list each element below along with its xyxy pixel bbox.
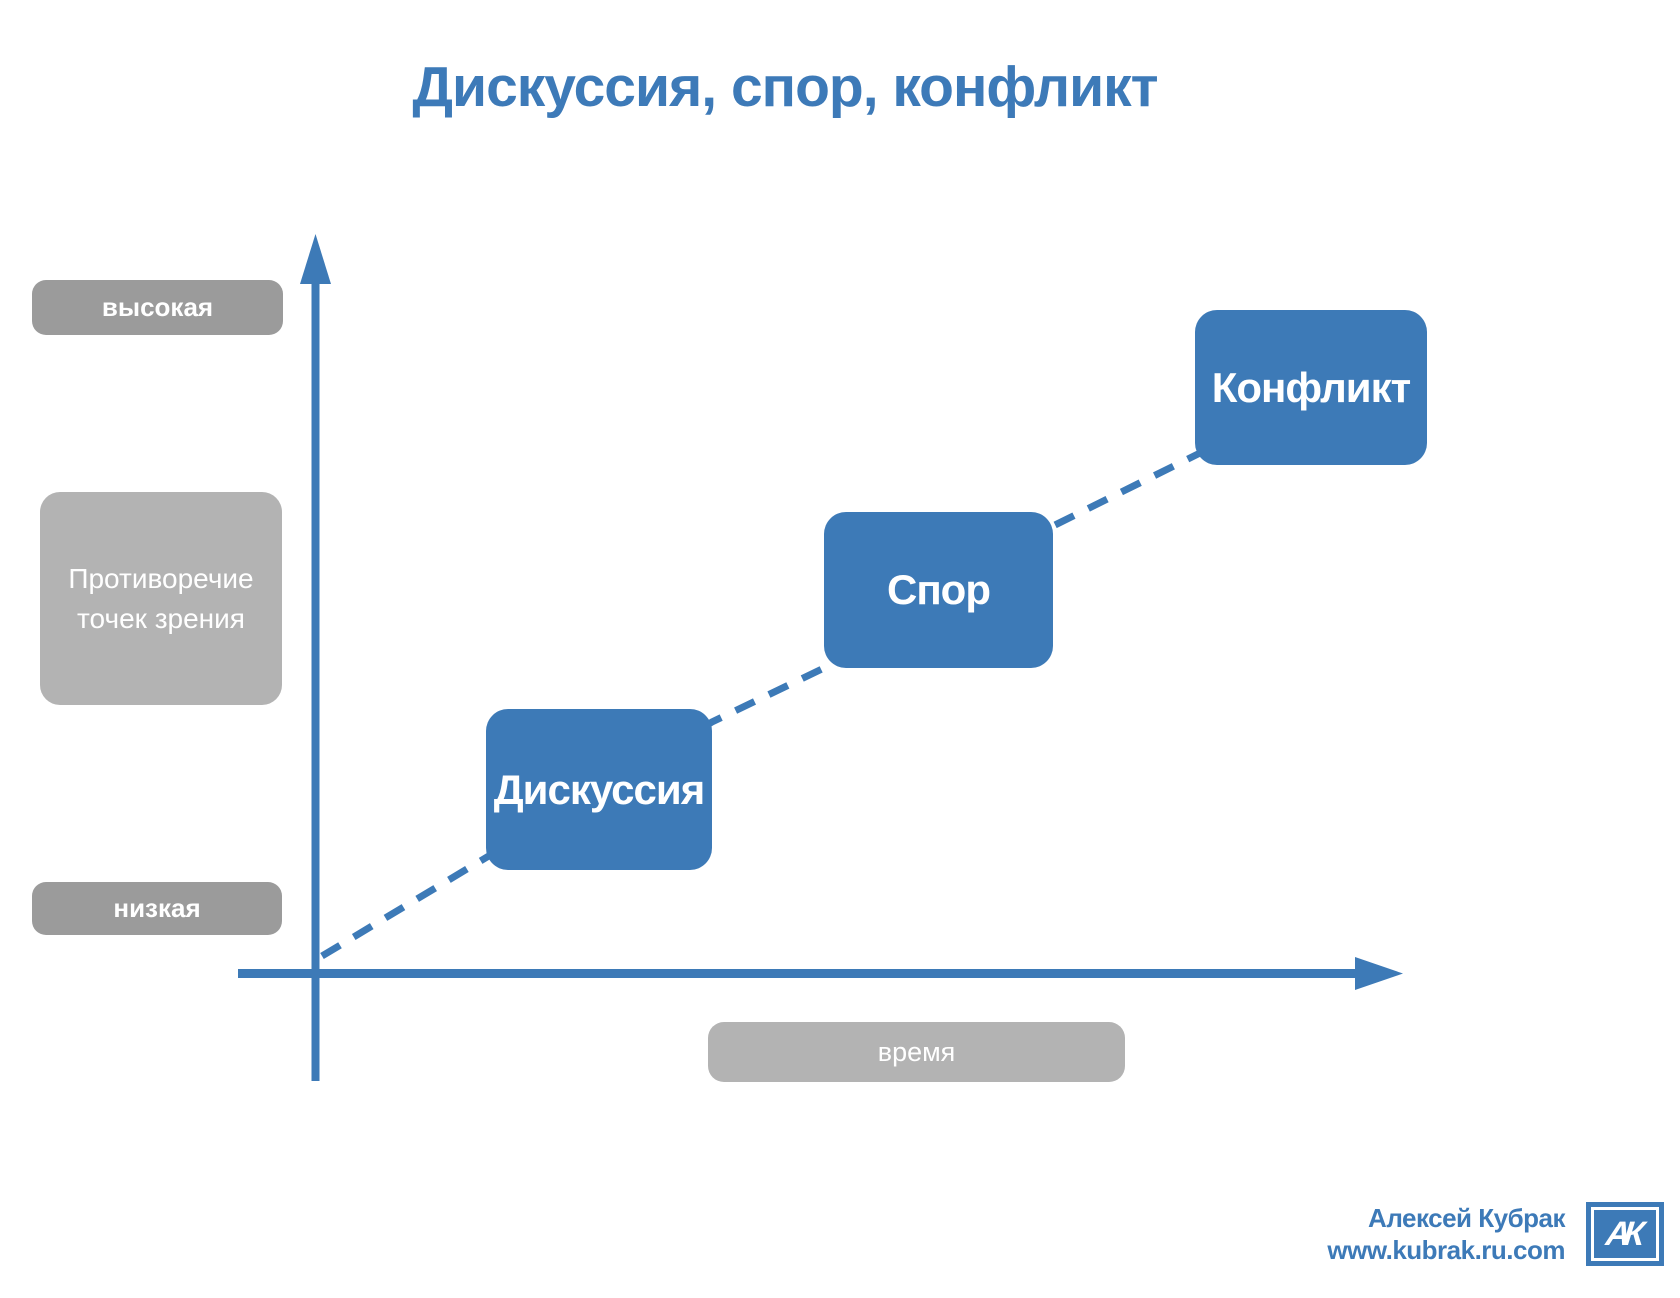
x-axis-label-box: время bbox=[708, 1022, 1125, 1082]
page-title: Дискуссия, спор, конфликт bbox=[412, 55, 1158, 119]
stage-box-discussion-label: Дискуссия bbox=[493, 765, 705, 813]
y-axis-tick-low-label: низкая bbox=[113, 893, 201, 923]
x-axis-arrow-icon bbox=[1355, 957, 1403, 990]
stage-box-discussion: Дискуссия bbox=[486, 709, 712, 870]
stage-box-dispute: Спор bbox=[824, 512, 1053, 668]
logo-monogram: АК bbox=[1603, 1214, 1640, 1253]
y-axis-tick-low: низкая bbox=[32, 882, 282, 935]
y-axis-title-line2: точек зрения bbox=[77, 602, 245, 634]
y-axis-arrow-icon bbox=[300, 234, 331, 284]
trend-dashed-line bbox=[320, 448, 1204, 960]
author-name: Алексей Кубрак bbox=[1368, 1203, 1565, 1233]
website-url: www.kubrak.ru.com bbox=[1327, 1235, 1565, 1265]
y-axis-tick-high-label: высокая bbox=[101, 292, 214, 322]
y-axis-title-line1: Противоречие bbox=[68, 562, 254, 594]
brand-logo-frame: АК bbox=[1591, 1207, 1659, 1261]
x-axis-label: время bbox=[877, 1036, 956, 1067]
stage-box-dispute-label: Спор bbox=[886, 566, 991, 613]
footer-credit: Алексей Кубрак www.kubrak.ru.com bbox=[1327, 1202, 1565, 1266]
y-axis-title-box: Противоречие точек зрения bbox=[40, 492, 282, 705]
stage-box-conflict-label: Конфликт bbox=[1211, 363, 1411, 411]
stage-box-conflict: Конфликт bbox=[1195, 310, 1427, 465]
y-axis-tick-high: высокая bbox=[32, 280, 283, 335]
brand-logo: АК bbox=[1586, 1202, 1664, 1266]
